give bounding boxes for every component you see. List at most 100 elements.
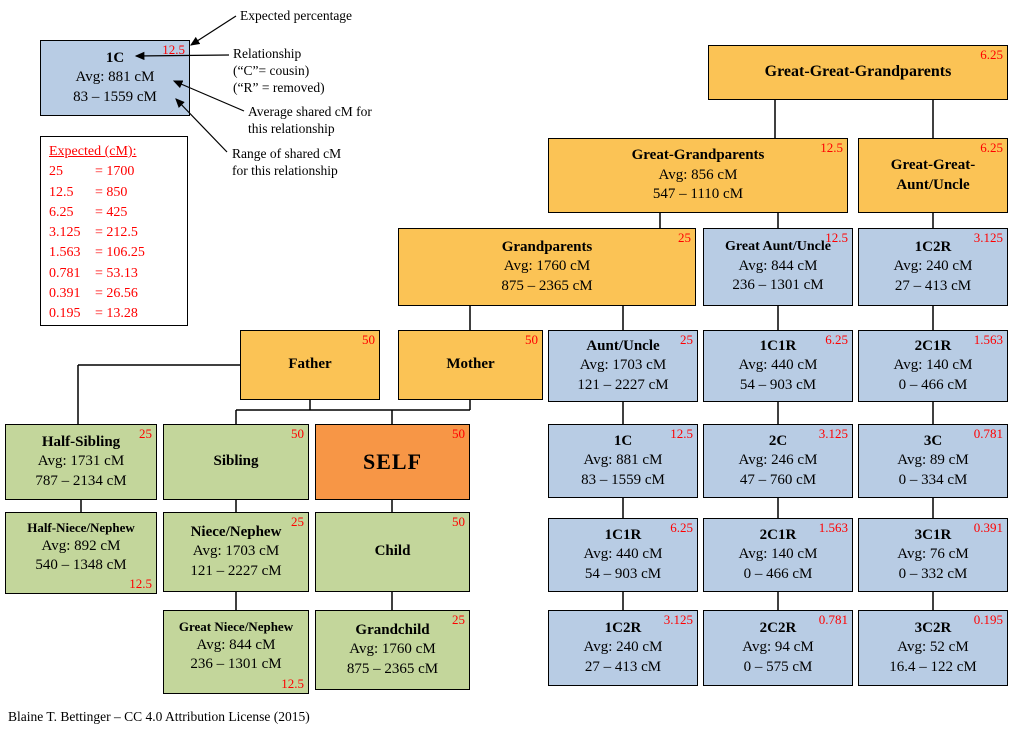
range-shared-cm: 83 – 1559 cM — [581, 471, 665, 488]
avg-shared-cm: Avg: 881 cM — [75, 69, 155, 86]
expected-percentage: 1.563 — [973, 332, 1003, 347]
relationship-title: Great Aunt/Uncle — [725, 239, 831, 255]
expected-percentage: 12.5 — [670, 426, 693, 441]
relationship-title: Grandparents — [501, 238, 593, 255]
relationship-title: 1C1R — [759, 337, 797, 354]
node-father: 50 Father — [240, 330, 380, 400]
expected-percentage: 50 — [452, 514, 465, 529]
relationship-title: 1C — [613, 432, 633, 449]
relationship-title: 3C2R — [914, 619, 952, 636]
expected-cm-row: 0.391= 26.56 — [49, 286, 138, 302]
relationship-title: 1C2R — [914, 238, 952, 255]
relationship-title: Great Niece/Nephew — [178, 619, 294, 635]
relationship-title: 2C — [768, 432, 788, 449]
relationship-title: 2C2R — [759, 619, 797, 636]
expected-percentage: 12.5 — [162, 42, 185, 57]
node-self: 50 SELF — [315, 424, 470, 500]
avg-shared-cm: Avg: 1703 cM — [192, 543, 280, 560]
relationship-title: 2C1R — [914, 337, 952, 354]
node-1c2r-upper: 3.125 1C2R Avg: 240 cM 27 – 413 cM — [858, 228, 1008, 306]
expected-percentage: 25 — [680, 332, 693, 347]
range-shared-cm: 540 – 1348 cM — [35, 557, 127, 574]
relationship-title: Great-Great- Aunt/Uncle — [890, 157, 976, 193]
relationship-title: Sibling — [213, 453, 259, 470]
expected-percentage: 0.195 — [973, 612, 1003, 627]
annotation-range-shared-cm: Range of shared cM for this relationship — [232, 146, 342, 178]
expected-cm-table-title: Expected (cM): — [49, 144, 137, 159]
relationship-title: 1C2R — [604, 619, 642, 636]
node-3c: 0.781 3C Avg: 89 cM 0 – 334 cM — [858, 424, 1008, 498]
node-aunt-uncle: 25 Aunt/Uncle Avg: 1703 cM 121 – 2227 cM — [548, 330, 698, 402]
avg-shared-cm: Avg: 1703 cM — [579, 357, 667, 374]
expected-percentage: 25 — [452, 612, 465, 627]
expected-percentage: 6.25 — [825, 332, 848, 347]
expected-percentage: 12.5 — [281, 676, 304, 692]
node-2c: 3.125 2C Avg: 246 cM 47 – 760 cM — [703, 424, 853, 498]
avg-shared-cm: Avg: 856 cM — [658, 166, 738, 183]
range-shared-cm: 0 – 466 cM — [898, 376, 968, 393]
expected-percentage: 50 — [362, 332, 375, 347]
relationship-title: 1C1R — [604, 526, 642, 543]
relationship-title: 3C1R — [914, 526, 952, 543]
range-shared-cm: 121 – 2227 cM — [190, 562, 282, 579]
range-shared-cm: 54 – 903 cM — [584, 565, 662, 582]
node-half-niece-nephew: 12.5 Half-Niece/Nephew Avg: 892 cM 540 –… — [5, 512, 157, 594]
expected-cm-row: 12.5= 850 — [49, 184, 128, 200]
avg-shared-cm: Avg: 844 cM — [738, 257, 818, 274]
node-1c1r-lower: 6.25 1C1R Avg: 440 cM 54 – 903 cM — [548, 518, 698, 592]
annotation-expected-percentage: Expected percentage — [240, 8, 353, 23]
relationship-title: Mother — [446, 356, 495, 373]
attribution-text: Blaine T. Bettinger – CC 4.0 Attribution… — [8, 709, 310, 724]
node-great-grandparents: 12.5 Great-Grandparents Avg: 856 cM 547 … — [548, 138, 848, 213]
node-1c1r-upper: 6.25 1C1R Avg: 440 cM 54 – 903 cM — [703, 330, 853, 402]
range-shared-cm: 875 – 2365 cM — [346, 660, 439, 677]
node-3c1r: 0.391 3C1R Avg: 76 cM 0 – 332 cM — [858, 518, 1008, 592]
node-2c1r-upper: 1.563 2C1R Avg: 140 cM 0 – 466 cM — [858, 330, 1008, 402]
range-shared-cm: 47 – 760 cM — [739, 471, 817, 488]
node-grandchild: 25 Grandchild Avg: 1760 cM 875 – 2365 cM — [315, 610, 470, 690]
expected-percentage: 0.391 — [973, 520, 1003, 535]
legend-sample-box: 12.5 1C Avg: 881 cM 83 – 1559 cM — [40, 40, 190, 116]
node-1c2r-lower: 3.125 1C2R Avg: 240 cM 27 – 413 cM — [548, 610, 698, 686]
range-shared-cm: 27 – 413 cM — [584, 658, 662, 675]
expected-percentage: 6.25 — [980, 140, 1003, 155]
expected-cm-row: 1.563= 106.25 — [49, 245, 145, 261]
expected-cm-row: 0.195= 13.28 — [49, 306, 138, 322]
avg-shared-cm: Avg: 440 cM — [583, 546, 663, 563]
annotation-relationship: Relationship (“C”= cousin) (“R” = remove… — [233, 46, 325, 95]
relationship-title: Child — [374, 543, 411, 560]
node-mother: 50 Mother — [398, 330, 543, 400]
relationship-title: Niece/Nephew — [190, 523, 282, 540]
expected-percentage: 3.125 — [818, 426, 848, 441]
relationship-title: Great-Great-Grandparents — [764, 63, 952, 81]
relationship-title: 3C — [923, 432, 943, 449]
avg-shared-cm: Avg: 440 cM — [738, 357, 818, 374]
node-2c1r-lower: 1.563 2C1R Avg: 140 cM 0 – 466 cM — [703, 518, 853, 592]
expected-percentage: 50 — [525, 332, 538, 347]
avg-shared-cm: Avg: 140 cM — [738, 546, 818, 563]
range-shared-cm: 875 – 2365 cM — [501, 277, 593, 294]
relationship-title: Great-Grandparents — [631, 147, 765, 164]
relationship-title: Aunt/Uncle — [586, 337, 660, 354]
avg-shared-cm: Avg: 1731 cM — [37, 453, 125, 470]
node-2c2r: 0.781 2C2R Avg: 94 cM 0 – 575 cM — [703, 610, 853, 686]
node-sibling: 50 Sibling — [163, 424, 309, 500]
expected-percentage: 3.125 — [973, 230, 1003, 245]
expected-cm-table: Expected (cM): 25= 1700 12.5= 850 6.25= … — [40, 136, 188, 326]
expected-percentage: 50 — [452, 426, 465, 441]
avg-shared-cm: Avg: 240 cM — [583, 639, 663, 656]
range-shared-cm: 0 – 332 cM — [898, 565, 968, 582]
range-shared-cm: 121 – 2227 cM — [577, 376, 669, 393]
range-shared-cm: 27 – 413 cM — [894, 277, 972, 294]
range-shared-cm: 83 – 1559 cM — [73, 88, 157, 105]
range-shared-cm: 16.4 – 122 cM — [889, 658, 977, 675]
node-child: 50 Child — [315, 512, 470, 592]
node-great-great-aunt-uncle: 6.25 Great-Great- Aunt/Uncle — [858, 138, 1008, 213]
relationship-title: Half-Niece/Nephew — [27, 520, 135, 536]
avg-shared-cm: Avg: 52 cM — [897, 639, 969, 656]
expected-percentage: 0.781 — [973, 426, 1003, 441]
avg-shared-cm: Avg: 881 cM — [583, 452, 663, 469]
node-half-sibling: 25 Half-Sibling Avg: 1731 cM 787 – 2134 … — [5, 424, 157, 500]
avg-shared-cm: Avg: 89 cM — [897, 452, 969, 469]
range-shared-cm: 54 – 903 cM — [739, 376, 817, 393]
